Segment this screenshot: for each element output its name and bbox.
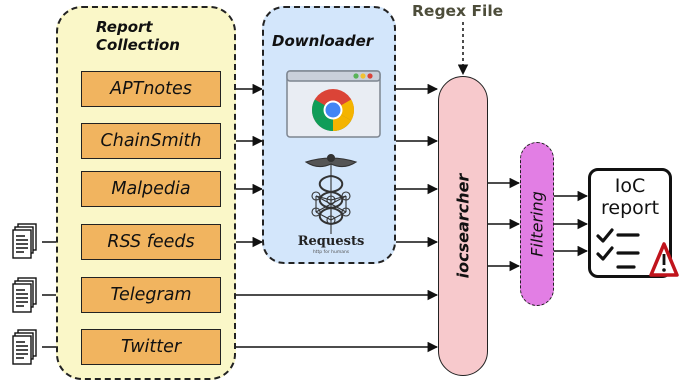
source-chainsmith: ChainSmith bbox=[81, 123, 221, 159]
document-stack-icon bbox=[12, 277, 37, 313]
source-telegram: Telegram bbox=[81, 277, 221, 313]
filtering-label: Filtering bbox=[527, 191, 547, 257]
requests-tagline: http for humans bbox=[313, 249, 350, 255]
chrome-icon bbox=[286, 70, 381, 138]
document-stack-icon bbox=[12, 329, 37, 365]
downloader-title: Downloader bbox=[272, 32, 374, 50]
source-malpedia: Malpedia bbox=[81, 171, 221, 207]
requests-logo-icon: Requests http for humans bbox=[298, 153, 365, 255]
ioc-report-line2: report bbox=[600, 197, 660, 219]
ioc-report-line1: IoC bbox=[614, 175, 646, 197]
report-collection-title-line1: Report bbox=[96, 18, 153, 36]
source-twitter: Twitter bbox=[81, 329, 221, 365]
source-aptnotes: APTnotes bbox=[81, 71, 221, 107]
regex-file-label: Regex File bbox=[412, 2, 504, 20]
report-collection-title: Report Collection bbox=[96, 18, 180, 54]
document-stack-icon bbox=[12, 223, 37, 259]
report-collection-title-line2: Collection bbox=[96, 36, 180, 54]
iocsearcher-label: iocsearcher bbox=[453, 173, 473, 279]
checklist-warning-icon bbox=[596, 228, 679, 277]
requests-label: Requests bbox=[298, 234, 365, 249]
source-rss-feeds: RSS feeds bbox=[81, 224, 221, 260]
filtering-stage: Filtering bbox=[520, 142, 554, 306]
iocsearcher-stage: iocsearcher bbox=[438, 76, 488, 376]
